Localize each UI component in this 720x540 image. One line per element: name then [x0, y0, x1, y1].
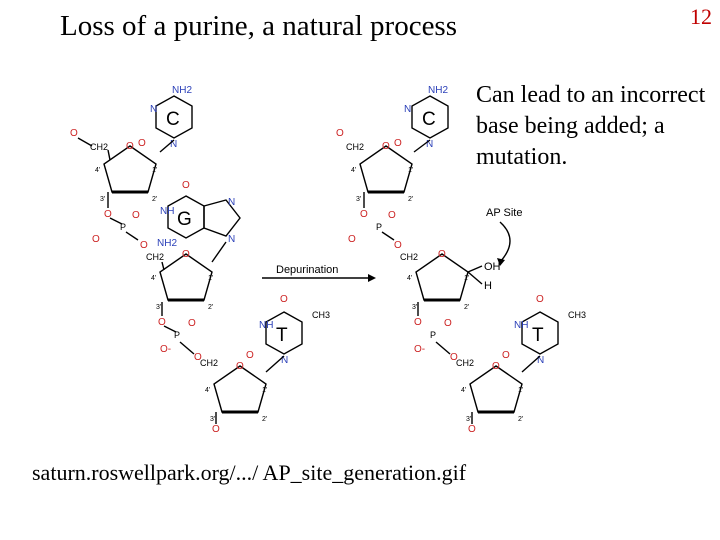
- hydroxyl-label: OH: [484, 261, 501, 273]
- glycosidic-nitrogen-label: N: [281, 355, 288, 366]
- phosphate-oxygen-label: O: [140, 240, 148, 251]
- phosphate-oxygen-label: O: [132, 210, 140, 221]
- carbonyl-oxygen-label: O: [246, 350, 254, 361]
- source-citation: saturn.roswellpark.org/.../ AP_site_gene…: [32, 460, 467, 485]
- phosphate-oxygen-label: O: [348, 234, 356, 245]
- ap-site-label: AP Site: [486, 207, 523, 219]
- nitrogen-label: N: [404, 104, 411, 115]
- phosphate-oxygen-label: O: [104, 209, 112, 220]
- phosphate-oxygen-label: O: [158, 317, 166, 328]
- amine-label: NH2: [428, 85, 448, 96]
- glycosidic-nitrogen-label: N: [170, 139, 177, 150]
- phosphate-oxygen-label: O: [444, 318, 452, 329]
- mutation-caption: Can lead to an incorrect base being adde…: [476, 82, 706, 170]
- phosphate-oxygen-label: O: [450, 352, 458, 363]
- nitrogen-label: NH: [259, 320, 273, 331]
- glycosidic-nitrogen-label: N: [537, 355, 544, 366]
- ch2-label: CH2: [456, 358, 474, 368]
- thymine-letter: T: [532, 325, 544, 346]
- phosphate-oxygen-label: O: [360, 209, 368, 220]
- amine-label: NH2: [172, 85, 192, 96]
- ch2-label: CH2: [146, 252, 164, 262]
- carbonyl-oxygen-label: O: [394, 138, 402, 149]
- carbonyl-oxygen-label: O: [280, 294, 288, 305]
- cytosine-letter: C: [422, 109, 436, 130]
- nitrogen-label: NH: [160, 206, 174, 217]
- slide-title: Loss of a purine, a natural process: [60, 10, 458, 42]
- phosphate-oxygen-label: O: [188, 318, 196, 329]
- methyl-label: CH3: [312, 310, 330, 320]
- ch2-label: CH2: [200, 358, 218, 368]
- phosphate-oxygen-label: O: [388, 210, 396, 221]
- phosphate-oxygen-label: O: [468, 424, 476, 435]
- guanine-letter: G: [177, 209, 192, 230]
- phosphate-oxygen-label: O: [394, 240, 402, 251]
- hydrogen-label: H: [484, 280, 492, 292]
- phosphate-oxygen-label: O: [414, 317, 422, 328]
- thymine-letter: T: [276, 325, 288, 346]
- nitrogen-label: N: [228, 197, 235, 208]
- page-number: 12: [690, 4, 712, 29]
- glycosidic-nitrogen-label: N: [426, 139, 433, 150]
- ch2-label: CH2: [346, 142, 364, 152]
- ch2-label: CH2: [400, 252, 418, 262]
- amine-label: NH2: [157, 238, 177, 249]
- carbonyl-oxygen-label: O: [182, 180, 190, 191]
- phosphorus-label: P: [120, 222, 126, 232]
- phosphate-oxygen-label: O: [194, 352, 202, 363]
- phosphorus-label: P: [174, 330, 180, 340]
- phosphate-oxygen-label: O: [336, 128, 344, 139]
- phosphorus-label: P: [430, 330, 436, 340]
- glycosidic-nitrogen-label: N: [228, 234, 235, 245]
- phosphate-oxygen-label: O-: [160, 344, 171, 355]
- carbonyl-oxygen-label: O: [536, 294, 544, 305]
- phosphate-oxygen-label: O-: [414, 344, 425, 355]
- phosphate-oxygen-label: O: [92, 234, 100, 245]
- nitrogen-label: NH: [514, 320, 528, 331]
- ch2-label: CH2: [90, 142, 108, 152]
- methyl-label: CH3: [568, 310, 586, 320]
- carbonyl-oxygen-label: O: [138, 138, 146, 149]
- phosphorus-label: P: [376, 222, 382, 232]
- carbonyl-oxygen-label: O: [502, 350, 510, 361]
- nitrogen-label: N: [150, 104, 157, 115]
- cytosine-letter: C: [166, 109, 180, 130]
- depurination-label: Depurination: [276, 264, 338, 276]
- phosphate-oxygen-label: O: [70, 128, 78, 139]
- phosphate-oxygen-label: O: [212, 424, 220, 435]
